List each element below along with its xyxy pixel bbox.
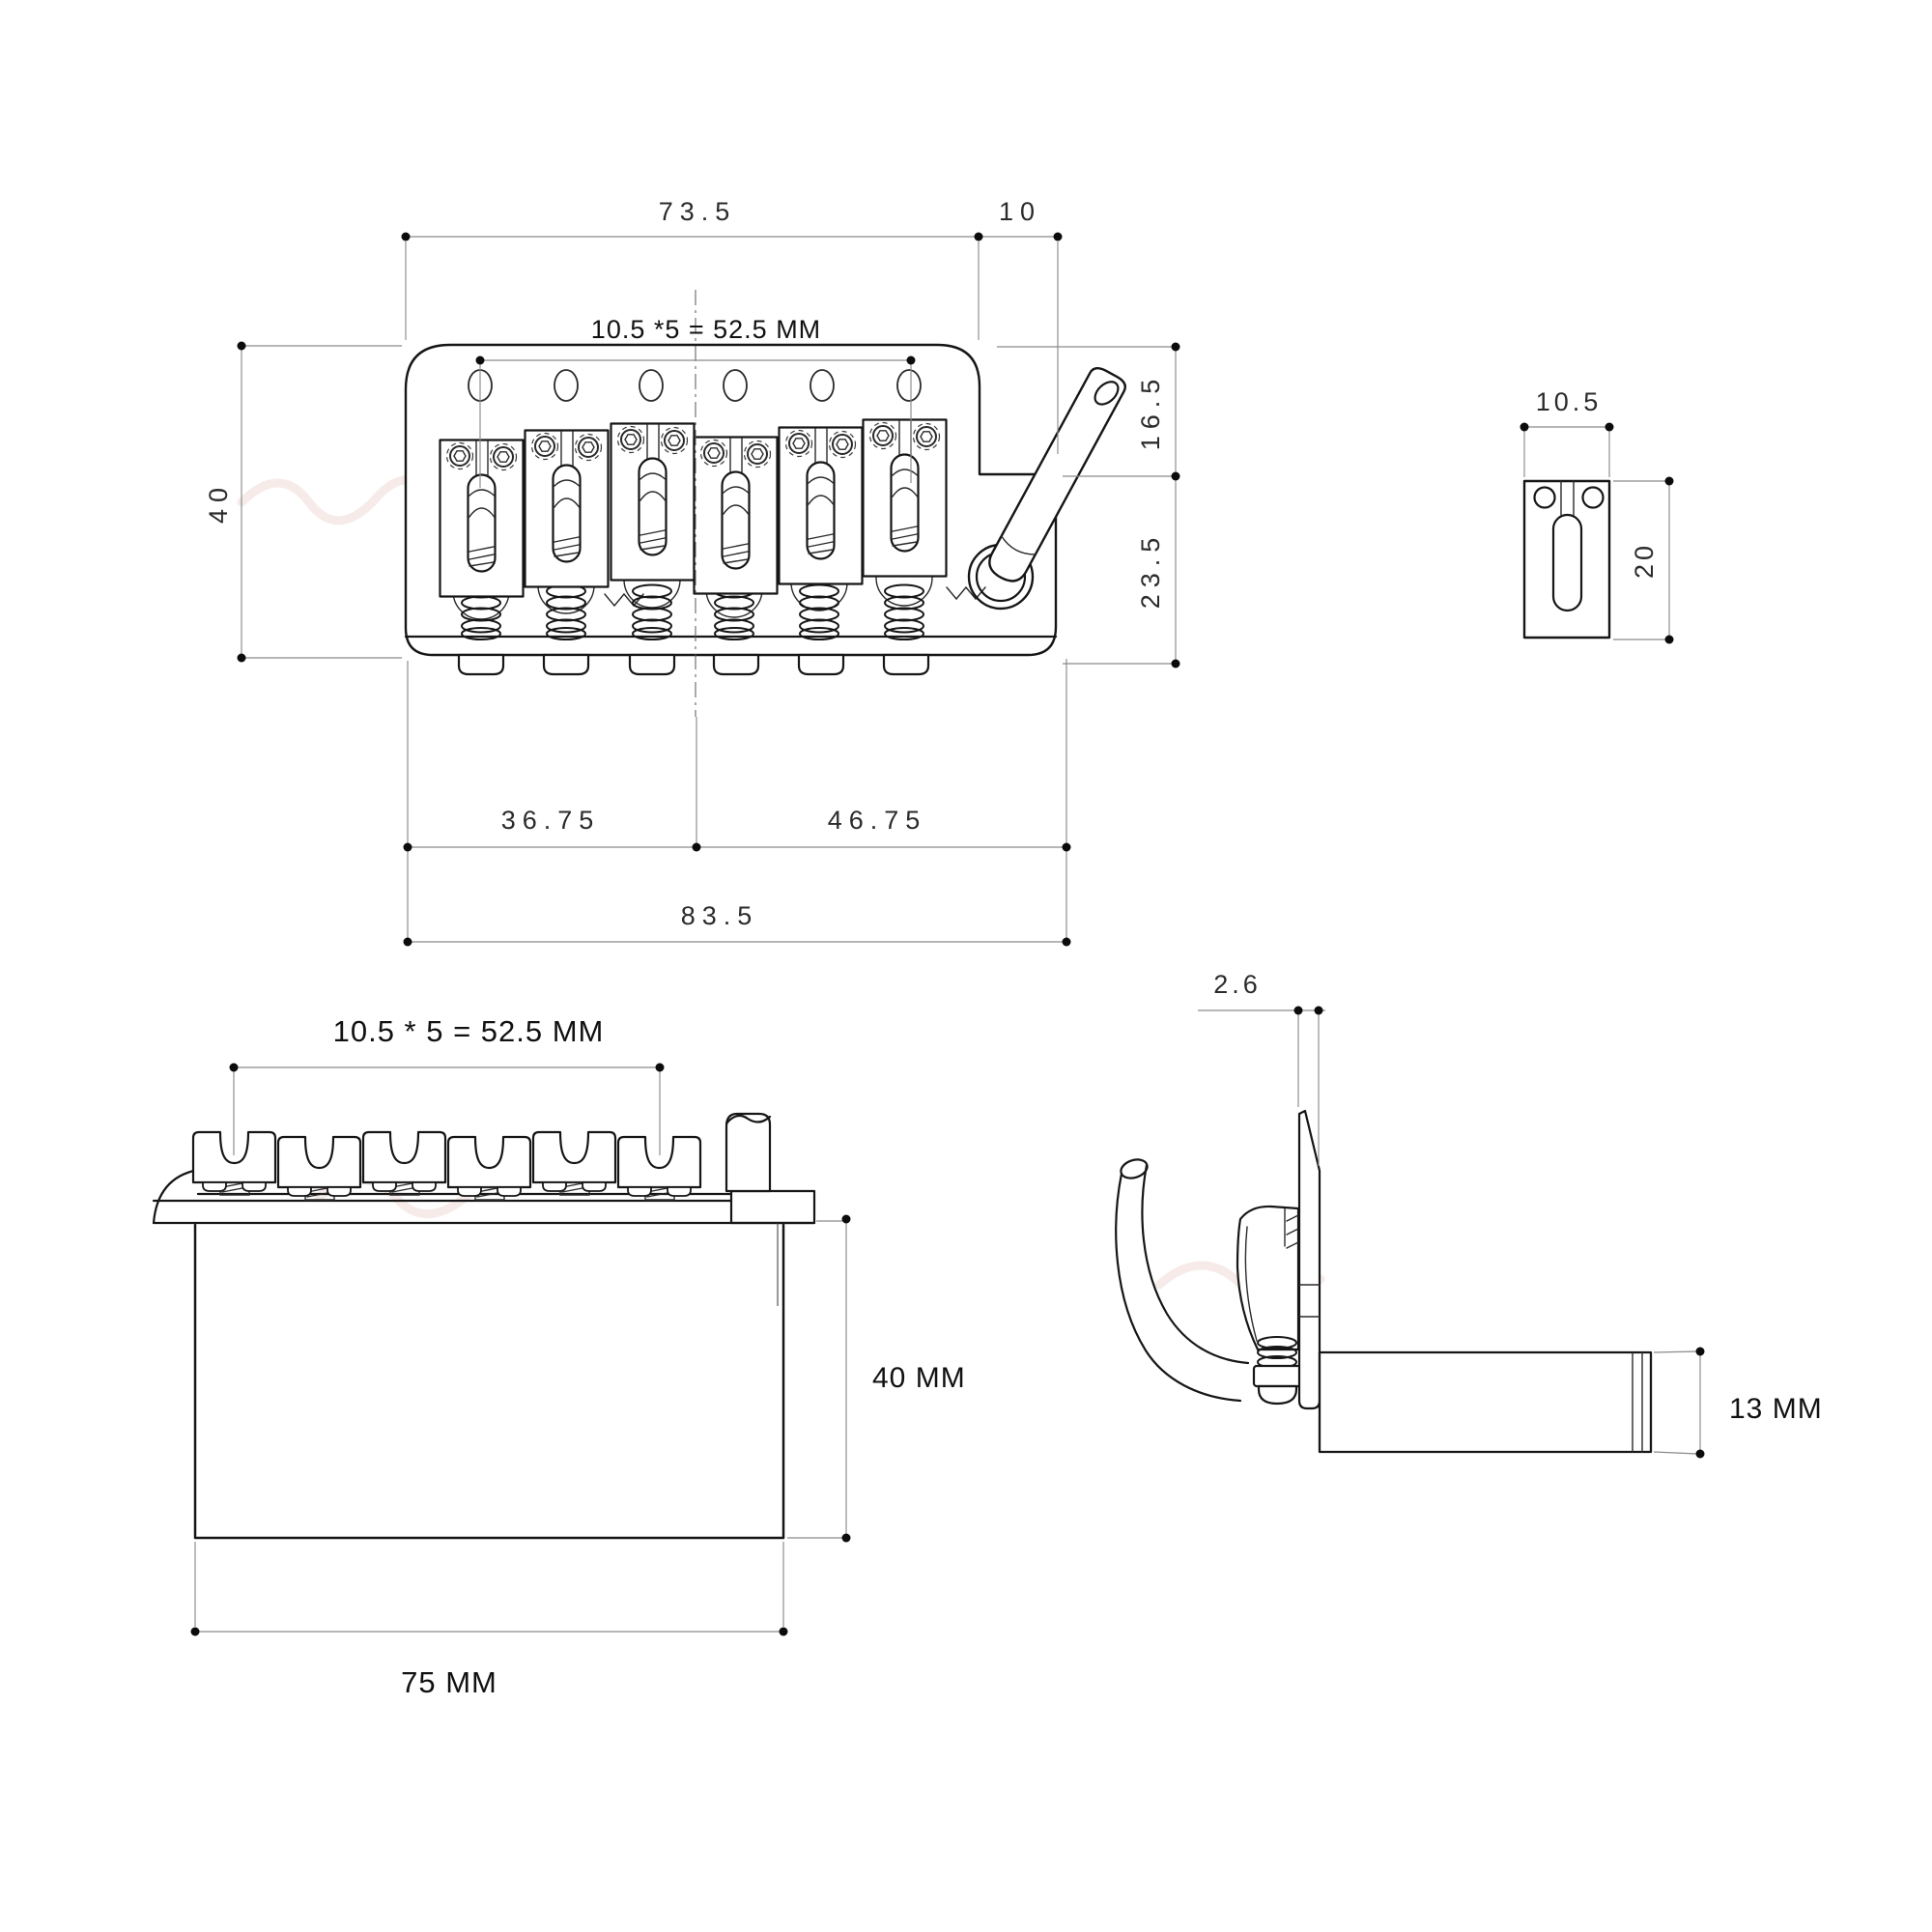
tremolo-arm-top: [967, 367, 1126, 611]
plate-right-step: [729, 1189, 816, 1225]
dim-plate-height-label: 40: [204, 481, 233, 524]
front-saddle-2: [276, 1135, 362, 1202]
saddle-side-profile: [1236, 1205, 1300, 1351]
plate-side-blade: [1297, 1109, 1321, 1410]
dim-left-section-label: 36.75: [501, 806, 601, 835]
mount-tab: [457, 653, 505, 676]
sustain-block-front: [193, 1223, 785, 1540]
dim-block-height-label: 40 MM: [872, 1362, 966, 1394]
saddle-1: [440, 440, 524, 597]
saddle-4: [695, 438, 778, 594]
mount-tab: [712, 653, 760, 676]
dim-plate-width-label: 73.5: [659, 197, 737, 226]
plate-band: [152, 1192, 816, 1225]
dim-block-width-label: 75 MM: [401, 1665, 497, 1699]
tremolo-arm-front: [724, 1112, 772, 1193]
saddle-detail-view: 10.5 20: [1520, 387, 1674, 644]
tremolo-arm-side: [1115, 1158, 1250, 1403]
mount-tab: [628, 653, 676, 676]
dim-right-section-label: 46.75: [828, 806, 927, 835]
dim-lower-right-label: 23.5: [1136, 531, 1165, 610]
front-view-dimensions: 10.5 * 5 = 52.5 MM 40 MM 75 MM: [190, 1014, 966, 1699]
dim-arm-offset-label: 10: [999, 197, 1041, 226]
sustain-block-side: [1318, 1350, 1653, 1454]
dim-saddle-height-label: 20: [1630, 542, 1659, 579]
dim-total-width-label: 83.5: [681, 901, 759, 930]
side-spring-screw: [1252, 1336, 1306, 1406]
saddle-5: [780, 428, 863, 584]
plate-left-curl: [152, 1168, 200, 1225]
mount-tab: [542, 653, 590, 676]
side-view: 2.6 13 MM: [1115, 970, 1823, 1459]
front-view: 10.5 * 5 = 52.5 MM 40 MM 75 MM: [152, 1014, 966, 1699]
front-saddle-4: [446, 1135, 532, 1202]
saddle-3: [611, 424, 695, 581]
dim-saddle-width-label: 10.5: [1536, 387, 1603, 416]
mount-tab: [797, 653, 845, 676]
saddle-2: [526, 431, 609, 587]
dim-front-string-spacing-label: 10.5 * 5 = 52.5 MM: [333, 1014, 605, 1048]
dim-string-spacing-label: 10.5 *5 = 52.5 MM: [591, 315, 821, 344]
dim-plate-thickness-label: 2.6: [1213, 970, 1262, 999]
front-saddle-3: [361, 1130, 447, 1197]
top-view-dimensions: 73.5 10 10.5 *5 = 52.5 MM 40 16.5 23.5 3…: [204, 197, 1180, 947]
dim-block-thickness-label: 13 MM: [1729, 1393, 1823, 1425]
mount-tab: [882, 653, 930, 676]
saddle-detail-dimensions: 10.5 20: [1520, 387, 1674, 644]
side-view-dimensions: 2.6 13 MM: [1198, 970, 1823, 1459]
front-saddle-5: [531, 1130, 617, 1197]
saddle-6: [864, 420, 947, 577]
dim-upper-right-label: 16.5: [1136, 373, 1165, 451]
top-view: 73.5 10 10.5 *5 = 52.5 MM 40 16.5 23.5 3…: [204, 197, 1180, 947]
